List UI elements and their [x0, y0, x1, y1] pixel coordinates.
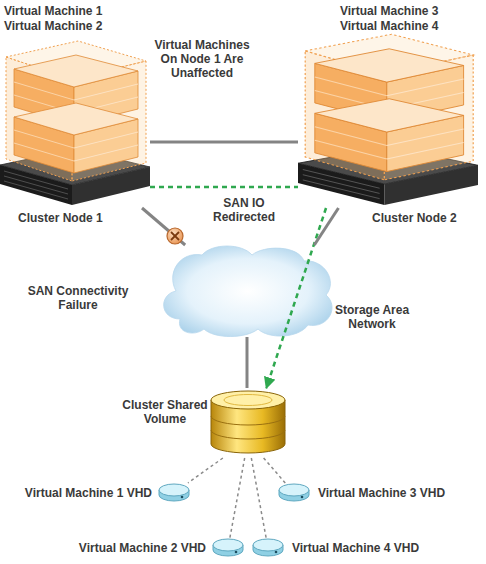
edge-label: SAN IO Redirected: [204, 196, 284, 224]
vm-stripe: [14, 143, 74, 161]
connector-line: [142, 208, 185, 245]
node-text: Cluster Shared Volume: [115, 398, 215, 426]
node-text: Storage Area Network: [322, 303, 422, 331]
disk-shape: [278, 483, 310, 503]
server-node: Virtual Machine 3Virtual Machine 4Cluste…: [298, 28, 478, 208]
node-text: Cluster Node 1: [18, 211, 138, 225]
disk-dot: [235, 551, 238, 554]
vhd-disk: Virtual Machine 1 VHD: [158, 483, 190, 503]
vm-box: [14, 103, 138, 135]
vm-stripe: [387, 79, 464, 96]
vm-box: [14, 55, 138, 87]
disk-top: [213, 539, 243, 551]
callout-label: SAN Connectivity Failure: [8, 284, 148, 312]
server-stripe: [303, 175, 380, 194]
failure-circle: [167, 228, 183, 244]
callout-label: Virtual Machines On Node 1 Are Unaffecte…: [146, 38, 258, 80]
server-node: Virtual Machine 1Virtual Machine 2Cluste…: [0, 35, 150, 208]
vm-box: [315, 99, 464, 132]
connector-line: [150, 186, 298, 189]
node-text: Virtual Machine 3 VHD: [318, 486, 478, 500]
shared-volume: Cluster Shared Volume: [210, 388, 286, 458]
server-stripe: [4, 176, 68, 194]
server-stripe: [303, 180, 380, 199]
disk-shape: [252, 538, 284, 558]
connector-line: [188, 458, 223, 483]
node-text: Virtual Machine 4: [340, 19, 480, 33]
disk-dot: [275, 551, 278, 554]
server-shape: [298, 28, 478, 208]
connector-line: [264, 458, 286, 483]
disk-shape: [158, 483, 190, 503]
vhd-disk: Virtual Machine 2 VHD: [212, 538, 244, 558]
vm-stripe: [74, 84, 138, 100]
node-text: Cluster Node 2: [372, 211, 482, 225]
vm-box: [315, 49, 464, 82]
disk-top: [253, 539, 283, 551]
node-text: Virtual Machine 2: [4, 19, 144, 33]
cylinder-ring: [224, 395, 272, 406]
node-text: Virtual Machine 1 VHD: [2, 486, 152, 500]
cloud-shape: [158, 245, 336, 337]
failure-icon: [167, 228, 183, 244]
disk-dot: [301, 496, 304, 499]
node-text: Virtual Machine 2 VHD: [54, 541, 206, 555]
vm-stripe: [387, 129, 464, 146]
connector-line: [251, 458, 266, 538]
cylinder-top: [211, 391, 285, 409]
connector-line: [150, 141, 298, 144]
vhd-disk: Virtual Machine 4 VHD: [252, 538, 284, 558]
disk-top: [279, 484, 309, 496]
disk-dot: [181, 496, 184, 499]
vm-stripe: [74, 145, 138, 161]
cloud-shape: [164, 246, 332, 337]
vm-stripe: [387, 142, 464, 159]
cylinder-band: [211, 430, 285, 439]
server-stripe: [4, 181, 68, 199]
connector-line: [246, 337, 249, 388]
connector-line: [314, 208, 338, 245]
failure-cross: [171, 232, 179, 240]
san-cloud: Storage Area Network: [158, 245, 336, 337]
connector-line: [230, 458, 245, 538]
cylinder-shape: [210, 388, 286, 458]
connector-line: [266, 208, 326, 388]
disk-shape: [212, 538, 244, 558]
node-text: Virtual Machine 1: [4, 4, 144, 18]
cylinder-band: [211, 416, 285, 425]
disk-top: [159, 484, 189, 496]
failure-cross: [171, 232, 179, 240]
vhd-disk: Virtual Machine 3 VHD: [278, 483, 310, 503]
node-text: Virtual Machine 3: [340, 4, 480, 18]
vm-stripe: [74, 132, 138, 148]
server-shape: [0, 35, 150, 208]
vm-stripe: [315, 140, 387, 159]
node-text: Virtual Machine 4 VHD: [292, 541, 452, 555]
